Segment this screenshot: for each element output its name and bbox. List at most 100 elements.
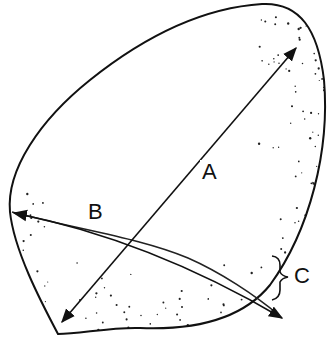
stipple-dot	[6, 207, 8, 209]
stipple-dot	[312, 132, 313, 133]
stipple-dot	[268, 64, 269, 65]
stipple-dot	[311, 294, 313, 296]
stipple-dot	[44, 226, 46, 228]
long-axis-arrow	[62, 48, 296, 322]
stipple-dot	[207, 298, 209, 300]
stipple-dot	[326, 1, 327, 2]
stipple-dot	[258, 143, 260, 145]
stipple-dot	[194, 327, 196, 329]
stipple-dot	[241, 299, 243, 301]
stipple-dot	[297, 260, 299, 262]
stipple-dot	[302, 110, 304, 112]
stipple-dot	[162, 302, 164, 304]
axis-label: B	[86, 200, 105, 224]
stipple-dot	[22, 240, 24, 242]
stipple-dot	[242, 333, 244, 335]
stipple-dot	[296, 207, 298, 209]
stipple-dot	[32, 203, 34, 205]
stipple-dot	[176, 313, 178, 315]
stipple-dot	[280, 248, 282, 250]
stipple-dot	[149, 323, 151, 325]
stipple-dot	[298, 220, 300, 222]
stipple-dot	[54, 334, 56, 336]
stipple-dot	[273, 147, 274, 148]
stipple-dot	[30, 234, 32, 236]
stipple-dot	[281, 310, 282, 311]
stipple-dot	[256, 333, 258, 335]
stipple-dot	[326, 169, 328, 171]
stipple-dot	[295, 91, 297, 93]
stipple-dot	[319, 322, 321, 324]
stipple-dot	[11, 247, 12, 248]
stipple-dot	[322, 314, 323, 315]
stipple-dot	[23, 249, 25, 251]
stipple-dot	[306, 231, 308, 233]
stipple-dot	[322, 300, 323, 301]
stipple-dot	[233, 324, 235, 326]
stipple-dot	[172, 338, 174, 340]
stipple-dot	[261, 267, 263, 269]
stipple-dot	[0, 309, 1, 311]
stipple-dot	[333, 56, 334, 58]
stipple-dot	[210, 338, 212, 340]
stipple-dot	[273, 58, 275, 60]
axis-label: C	[292, 264, 312, 288]
stipple-dot	[285, 68, 286, 69]
stipple-dot	[18, 321, 20, 323]
stipple-dot	[116, 304, 118, 306]
stipple-dot	[37, 220, 39, 222]
stipple-dot	[239, 336, 241, 338]
stipple-dot	[275, 295, 277, 297]
stipple-dot	[179, 298, 181, 300]
stipple-dot	[242, 318, 244, 320]
stipple-dot	[294, 291, 296, 293]
stipple-dot	[323, 243, 325, 245]
stipple-dot	[140, 315, 142, 317]
stipple-dot	[318, 135, 320, 137]
bracket	[272, 256, 288, 300]
stipple-dot	[332, 213, 334, 215]
stipple-dot	[324, 256, 326, 258]
stipple-dot	[321, 78, 323, 80]
stipple-dot	[328, 126, 330, 128]
stipple-dot	[181, 306, 183, 308]
stipple-dot	[222, 303, 224, 305]
stipple-dot	[298, 161, 300, 163]
stipple-dot	[11, 265, 13, 267]
stipple-dot	[320, 47, 321, 48]
stipple-dot	[50, 337, 52, 339]
stipple-dot	[4, 270, 6, 272]
stipple-dot	[96, 312, 98, 314]
stipple-dot	[294, 222, 296, 224]
stipple-dot	[327, 267, 329, 269]
stipple-dot	[275, 328, 277, 330]
stipple-dot	[314, 8, 316, 10]
stipple-dot	[85, 318, 87, 320]
stipple-dot	[321, 196, 323, 198]
stipple-dot	[322, 236, 323, 237]
stipple-dot	[25, 313, 26, 314]
stipple-dot	[301, 172, 302, 173]
stipple-dot	[325, 198, 327, 200]
stipple-dot	[330, 328, 331, 329]
stipple-dot	[223, 264, 225, 266]
stipple-dot	[316, 235, 318, 237]
stipple-dot	[95, 292, 97, 294]
stipple-dot	[126, 318, 128, 320]
stipple-dot	[329, 119, 331, 121]
stipple-dot	[104, 287, 105, 288]
stipple-dot	[288, 70, 290, 72]
stipple-dot	[1, 258, 3, 260]
stipple-dot	[324, 64, 326, 66]
stipple-dot	[42, 202, 44, 204]
stipple-dot	[251, 272, 253, 274]
stipple-dot	[317, 250, 319, 252]
stipple-dot	[0, 246, 2, 248]
stipple-dot	[319, 41, 321, 43]
stipple-dot	[9, 325, 11, 327]
stipple-dot	[332, 200, 334, 202]
stipple-dot	[331, 264, 333, 266]
stipple-dot	[310, 112, 312, 114]
